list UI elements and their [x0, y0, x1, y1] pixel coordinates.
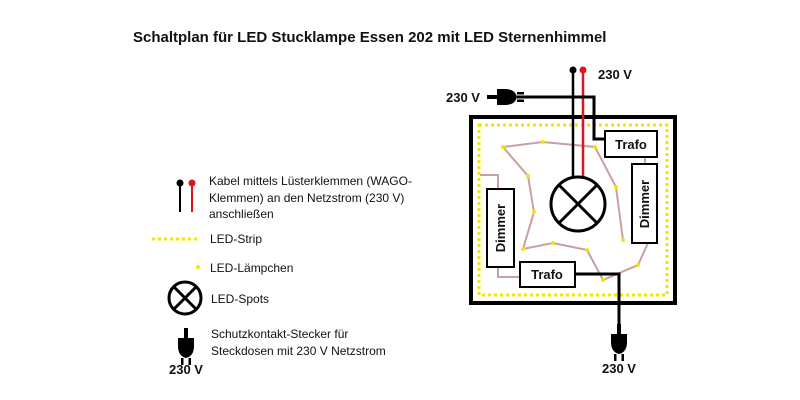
led-lamps [501, 140, 640, 282]
trafo-top-label: Trafo [615, 137, 647, 152]
black-wire-terminal [569, 66, 577, 74]
trafo-top [604, 130, 658, 158]
legend-spot-icon [167, 280, 203, 316]
bottom-plug-icon [611, 324, 627, 361]
legend-plug-text-2: Steckdosen mit 230 V Netzstrom [211, 344, 386, 358]
dimmer-left-wire [480, 174, 499, 189]
top-power-wire [517, 95, 605, 141]
trafo-bottom [519, 261, 576, 288]
legend-lamp-text: LED-Lämpchen [210, 261, 293, 275]
top-wire-voltage: 230 V [598, 67, 632, 82]
legend-lamp-icon [196, 265, 200, 269]
legend-cable-text-3: anschließen [209, 207, 274, 221]
legend-spot-text: LED-Spots [211, 292, 269, 306]
top-plug-voltage: 230 V [446, 90, 480, 105]
legend-plug-voltage: 230 V [169, 362, 203, 377]
trafo-bottom-label: Trafo [531, 267, 563, 282]
legend-plug-icon [178, 328, 194, 365]
dimmer-right [631, 163, 658, 244]
led-strip [477, 123, 669, 297]
bottom-plug-voltage: 230 V [602, 361, 636, 376]
red-wire-terminal [579, 66, 587, 74]
dimmer-trafo-wire [497, 267, 520, 278]
legend-strip-text: LED-Strip [210, 232, 262, 246]
dimmer-left-label: Dimmer [493, 204, 508, 252]
dimmer-left [486, 188, 515, 268]
led-spot-icon [549, 175, 607, 233]
legend-cable-icon [176, 179, 196, 212]
bottom-power-wire [575, 272, 621, 328]
diagram-title: Schaltplan für LED Stucklampe Essen 202 … [133, 29, 606, 46]
legend-cable-text-2: Klemmen) an den Netzstrom (230 V) [209, 191, 404, 205]
dimmer-right-label: Dimmer [637, 180, 652, 228]
legend-plug-text-1: Schutzkontakt-Stecker für [211, 327, 348, 341]
legend-cable-text-1: Kabel mittels Lüsterklemmen (WAGO- [209, 174, 412, 188]
